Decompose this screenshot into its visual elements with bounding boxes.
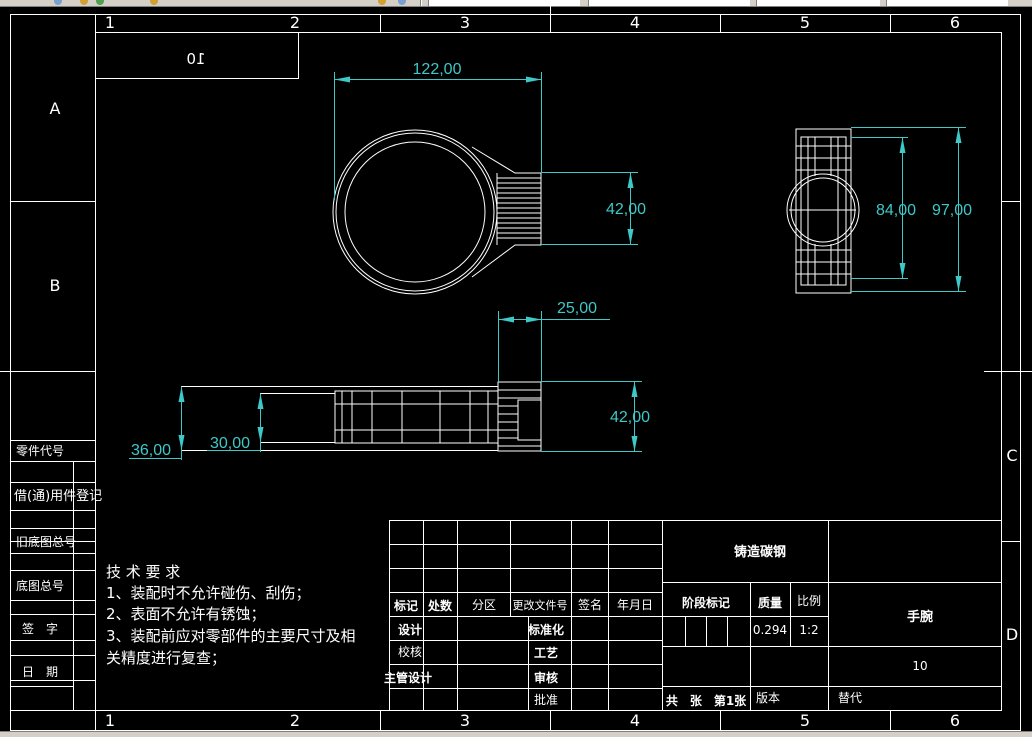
tb-standardize: 标准化 [527, 622, 564, 637]
tb-zone: 分区 [472, 598, 496, 612]
col-label-2: 2 [290, 13, 300, 32]
tb-approve: 批准 [534, 692, 558, 707]
tb-chief-design: 主管设计 [384, 670, 432, 685]
toolbar-icon[interactable] [80, 0, 88, 5]
col-label-6-bottom: 6 [950, 711, 960, 730]
dim-front-height: 42,00 [541, 381, 650, 452]
strip-old-drawing-no: 旧底图总号 [16, 534, 76, 549]
dim-side-inner: 84,00 [851, 137, 916, 279]
toolbar-separator [420, 0, 422, 6]
row-label-d: D [1006, 625, 1018, 644]
tb-drawing-no: 10 [912, 659, 927, 673]
dim-label-36: 36,00 [131, 442, 171, 459]
row-label-a: A [50, 99, 61, 118]
tb-mass-value: 0.294 [753, 623, 787, 637]
toolbar [0, 0, 1032, 7]
dim-label-84: 84,00 [876, 202, 916, 219]
col-label-3: 3 [460, 13, 470, 32]
tb-sheets: 共 张 第1张 [666, 693, 747, 708]
dim-label-42-top: 42,00 [606, 201, 646, 218]
layer-dropdown[interactable] [428, 0, 580, 6]
col-label-1: 1 [105, 13, 115, 32]
tech-note-4: 关精度进行复查； [106, 649, 226, 667]
dim-front-inner: 30,00 [207, 393, 264, 452]
corner-code-box: 10 [95, 32, 299, 79]
tb-scale: 比例 [797, 594, 821, 608]
corner-code: 10 [186, 50, 205, 68]
tb-part-name: 手腕 [907, 609, 933, 625]
tb-mass: 质量 [758, 595, 782, 610]
dim-label-42-bottom: 42,00 [610, 409, 650, 426]
tb-mark: 标记 [393, 598, 418, 613]
side-view[interactable] [786, 128, 860, 294]
lineweight-dropdown[interactable] [886, 0, 1008, 6]
strip-signature: 签 字 [22, 621, 58, 636]
col-label-4-bottom: 4 [630, 711, 640, 730]
tech-note-3: 3、装配前应对零部件的主要尺寸及相 [106, 627, 356, 645]
col-label-6: 6 [950, 13, 960, 32]
technical-requirements: 技 术 要 求 1、装配时不允许碰伤、刮伤； 2、表面不允许有锈蚀； 3、装配前… [106, 563, 356, 667]
toolbar-icon[interactable] [96, 0, 104, 5]
strip-drawing-total-no: 底图总号 [16, 578, 64, 593]
row-label-b: B [50, 276, 61, 295]
tech-note-2: 2、表面不允许有锈蚀； [106, 605, 266, 623]
col-label-5-bottom: 5 [800, 711, 810, 730]
tb-material: 铸造碳钢 [734, 544, 786, 560]
dim-label-30: 30,00 [210, 435, 250, 452]
dim-top-height: 42,00 [541, 172, 646, 245]
title-block: 标记 处数 分区 更改文件号 签名 年月日 设计 校核 主管设计 标准化 工艺 … [384, 520, 1002, 711]
tb-process: 工艺 [534, 645, 558, 660]
top-view[interactable] [332, 129, 542, 295]
tech-notes-title: 技 术 要 求 [106, 563, 180, 581]
tb-date: 年月日 [617, 598, 653, 612]
col-label-4: 4 [630, 13, 640, 32]
dim-front-outer: 36,00 [129, 386, 185, 460]
tb-change-doc: 更改文件号 [513, 598, 568, 612]
dim-front-hub: 25,00 [498, 300, 610, 382]
status-bar [0, 731, 1032, 737]
tech-note-1: 1、装配时不允许碰伤、刮伤； [106, 584, 311, 602]
dim-label-122: 122,00 [413, 61, 462, 78]
linetype-dropdown[interactable] [756, 0, 880, 6]
toolbar-icon[interactable] [378, 0, 386, 5]
front-view[interactable] [181, 381, 542, 452]
tb-design: 设计 [398, 622, 422, 637]
dim-top-width: 122,00 [334, 61, 542, 200]
tb-stage-mark: 阶段标记 [682, 595, 730, 610]
toolbar-icon[interactable] [398, 0, 406, 5]
dim-label-97: 97,00 [932, 202, 972, 219]
tb-version: 版本 [756, 691, 780, 705]
toolbar-icon[interactable] [54, 0, 62, 5]
strip-part-code: 零件代号 [16, 444, 64, 458]
col-label-2-bottom: 2 [290, 711, 300, 730]
tb-check: 校核 [398, 644, 422, 659]
strip-date: 日 期 [22, 665, 58, 679]
color-dropdown[interactable] [588, 0, 750, 6]
tb-scale-value: 1:2 [799, 623, 818, 637]
col-label-3-bottom: 3 [460, 711, 470, 730]
strip-borrowed-register: 借(通)用件登记 [14, 489, 102, 504]
toolbar-icon[interactable] [150, 0, 158, 5]
tb-replace: 替代 [838, 691, 862, 705]
dim-label-25: 25,00 [557, 300, 597, 317]
col-label-5: 5 [800, 13, 810, 32]
col-label-1-bottom: 1 [105, 711, 115, 730]
tb-count: 处数 [427, 598, 453, 613]
tb-sign: 签名 [578, 597, 602, 612]
row-label-c: C [1006, 446, 1017, 465]
dim-side-outer: 97,00 [851, 127, 972, 292]
left-strip-table: 零件代号 借(通)用件登记 旧底图总号 底图总号 签 字 日 期 [10, 440, 102, 711]
tb-review: 审核 [534, 670, 558, 685]
